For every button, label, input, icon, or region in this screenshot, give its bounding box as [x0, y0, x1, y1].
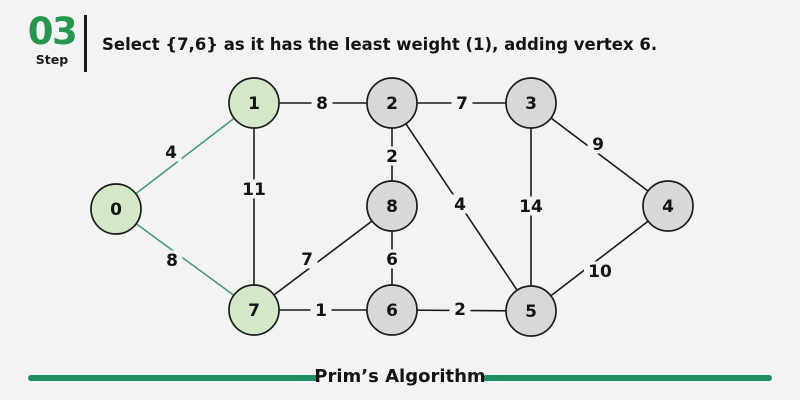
node-0: [90, 183, 142, 235]
edge-weight-bg-4-5: [584, 261, 616, 281]
node-5: [505, 285, 557, 337]
node-label-4: 4: [662, 197, 674, 217]
edge-weight-5-6: 2: [454, 300, 466, 320]
edge-0-1: [115, 102, 255, 210]
edge-3-4: [530, 102, 669, 207]
node-2: [366, 77, 418, 129]
node-label-5: 5: [525, 302, 537, 322]
edge-weight-3-4: 9: [592, 135, 604, 155]
node-6: [366, 284, 418, 336]
edge-weight-bg-2-8: [381, 146, 403, 166]
edge-weight-bg-1-7: [238, 179, 270, 199]
edge-weight-2-3: 7: [456, 94, 468, 114]
edge-weight-bg-0-1: [160, 142, 182, 162]
node-label-6: 6: [386, 301, 398, 321]
edge-weight-bg-0-7: [161, 250, 183, 270]
edge-weight-2-8: 2: [386, 147, 398, 167]
node-label-1: 1: [248, 94, 260, 114]
edge-weight-bg-2-5: [449, 194, 471, 214]
edge-weight-bg-7-8: [296, 249, 318, 269]
edge-weight-0-1: 4: [165, 143, 177, 163]
edge-weight-3-5: 14: [519, 197, 543, 217]
edge-0-7: [115, 208, 255, 311]
edge-7-8: [253, 205, 393, 311]
node-8: [366, 180, 418, 232]
step-label: Step: [35, 51, 69, 67]
edge-weight-2-5: 4: [454, 195, 466, 215]
node-label-8: 8: [386, 197, 398, 217]
step-number: 03: [27, 10, 78, 53]
edge-weight-7-8: 7: [301, 250, 313, 270]
edge-weight-6-7: 1: [315, 301, 327, 321]
footer-line-right: [483, 375, 772, 381]
footer-line-left: [28, 375, 318, 381]
edge-weight-bg-1-2: [311, 93, 333, 113]
header-divider: [84, 15, 87, 72]
node-label-2: 2: [386, 94, 398, 114]
edge-weight-bg-3-5: [515, 196, 547, 216]
algorithm-title: Prim’s Algorithm: [314, 366, 486, 387]
edge-weight-1-7: 11: [242, 180, 266, 200]
node-label-3: 3: [525, 94, 537, 114]
edge-weight-4-5: 10: [588, 262, 612, 282]
node-4: [642, 180, 694, 232]
edge-weight-bg-2-3: [451, 93, 473, 113]
edge-weight-6-8: 6: [386, 250, 398, 270]
node-label-7: 7: [248, 301, 260, 321]
edge-4-5: [530, 205, 669, 312]
node-7: [228, 284, 280, 336]
step-description: Select {7,6} as it has the least weight …: [102, 34, 658, 54]
node-1: [228, 77, 280, 129]
edge-weight-bg-5-6: [449, 299, 471, 319]
node-3: [505, 77, 557, 129]
edge-weight-bg-6-7: [310, 300, 332, 320]
node-label-0: 0: [110, 200, 122, 220]
edge-weight-1-2: 8: [316, 94, 328, 114]
step-block: 03 Step: [24, 10, 80, 67]
edge-weight-bg-3-4: [587, 134, 609, 154]
edge-weight-bg-6-8: [381, 249, 403, 269]
edge-weight-0-7: 8: [166, 251, 178, 271]
